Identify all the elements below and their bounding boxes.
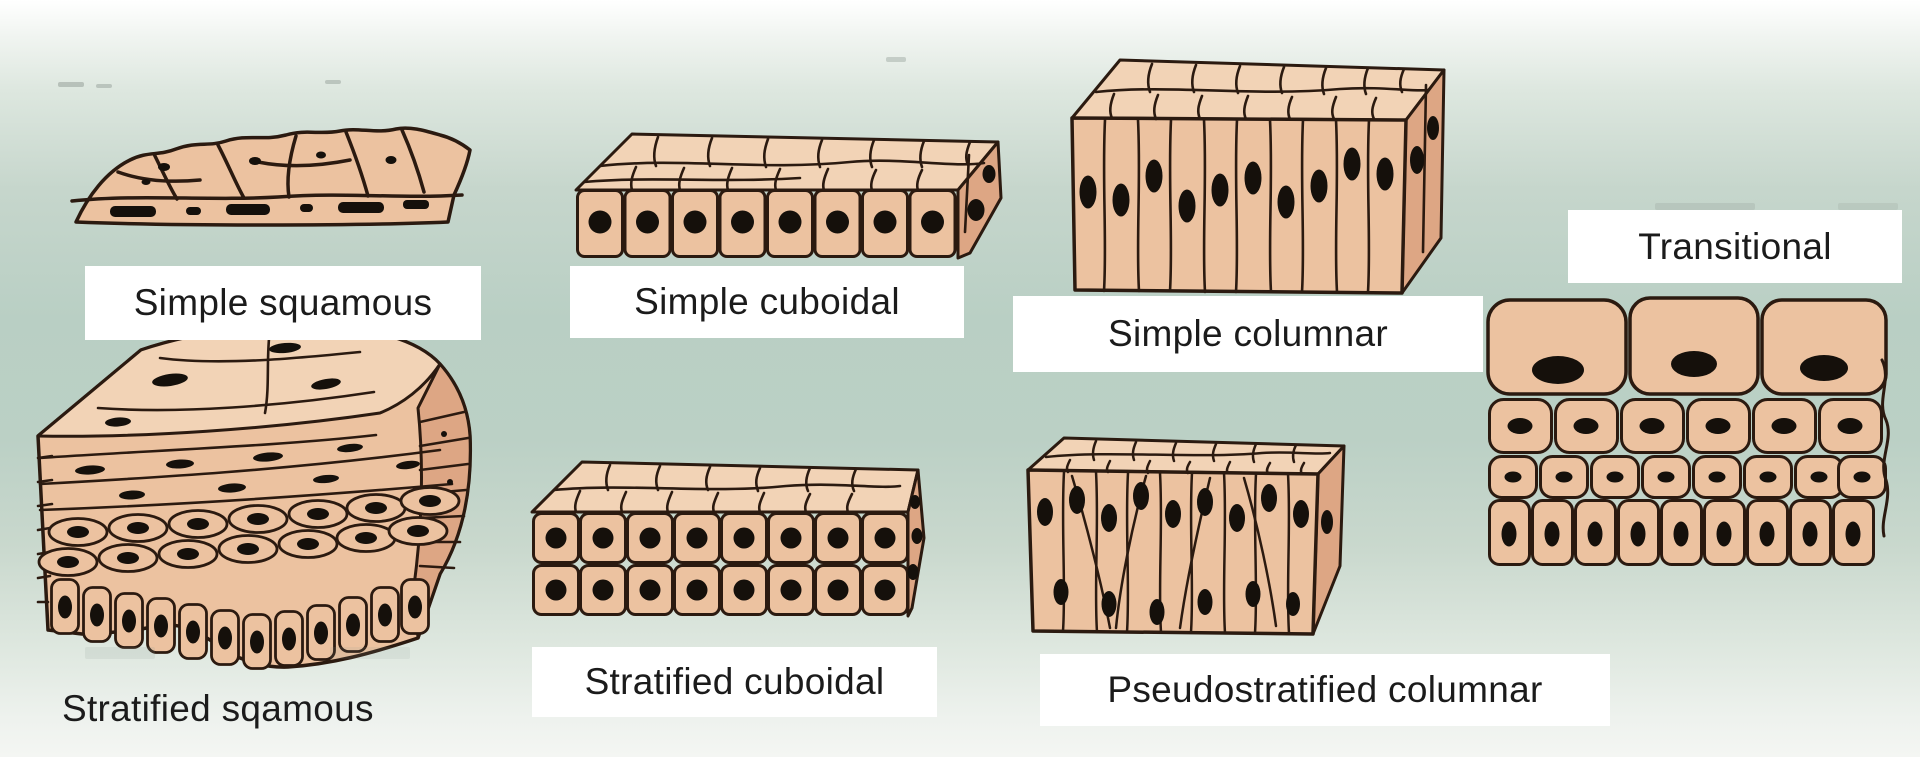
simple-squamous-illustration: [70, 126, 472, 227]
scan-artifact: [325, 80, 341, 84]
tissue-label-pseudostratified-columnar: Pseudostratified columnar: [1040, 654, 1610, 726]
scan-artifact: [1838, 203, 1898, 210]
stratified-squamous-illustration: [36, 324, 473, 670]
scan-artifact: [85, 647, 155, 659]
tissue-label-transitional: Transitional: [1568, 210, 1902, 283]
transitional-illustration: [1486, 296, 1890, 566]
tissue-label-stratified-cuboidal: Stratified cuboidal: [532, 647, 937, 717]
tissue-label-simple-squamous: Simple squamous: [85, 266, 481, 340]
simple-columnar-illustration: [1070, 58, 1446, 304]
scan-artifact: [886, 57, 906, 62]
tissue-label-simple-cuboidal: Simple cuboidal: [570, 266, 964, 338]
scan-artifact: [96, 84, 112, 88]
tissue-label-simple-columnar: Simple columnar: [1013, 296, 1483, 372]
simple-cuboidal-illustration: [574, 132, 1003, 260]
tissue-label-stratified-sqamous: Stratified sqamous: [62, 688, 374, 729]
scan-artifact: [58, 82, 84, 87]
stratified-cuboidal-illustration: [530, 460, 926, 618]
scan-artifact: [1655, 203, 1755, 210]
scan-artifact: [330, 647, 410, 659]
pseudostratified-columnar-illustration: [1026, 436, 1346, 636]
